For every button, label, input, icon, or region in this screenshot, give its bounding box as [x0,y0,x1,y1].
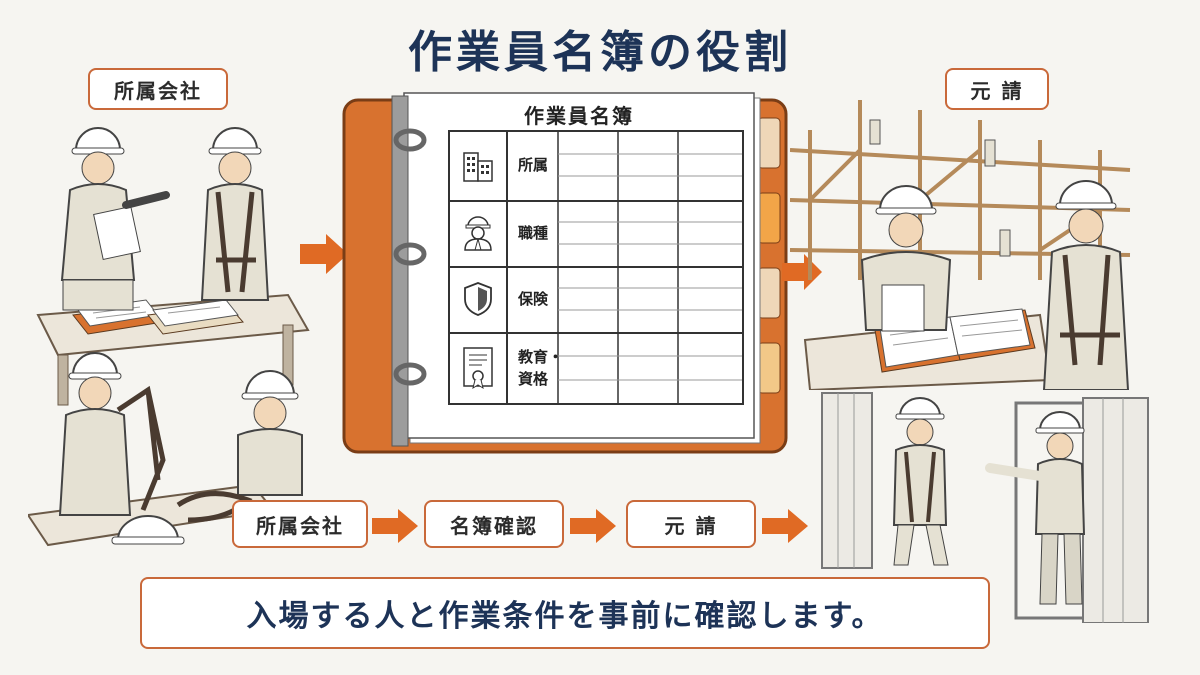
summary-message: 入場する人と作業条件を事前に確認します。 [140,577,990,649]
roster-row-label: 教育・ 資格 [518,348,564,388]
certificate-icon [463,346,493,389]
roster-row-training: 教育・ 資格 [450,332,742,403]
roster-table: 所属 職種 保険 [448,130,744,405]
worker-figure [200,127,270,301]
worker-figure [985,411,1086,605]
arrow-right-icon [762,508,810,548]
arrow-right-icon [300,232,350,280]
arrow-right-icon [570,508,618,548]
roster-row-insurance: 保険 [450,266,742,334]
worker-icon [464,216,492,251]
page-title: 作業員名簿の役割 [408,27,792,78]
helmet-icon [111,515,185,545]
roster-heading: 作業員名簿 [524,104,634,128]
site-entry-illustration [818,388,1158,623]
roster-binder: 作業員名簿 所属 [340,88,790,458]
roster-row-occupation: 職種 [450,200,742,268]
company-label-top: 所属会社 [88,68,228,110]
contractor-review-illustration [790,90,1150,390]
building-icon [463,152,493,182]
worker-figure [58,352,166,516]
flow-step-contractor: 元 請 [626,500,756,548]
roster-row-label: 職種 [518,224,549,242]
worker-figure [60,127,170,311]
arrow-right-icon [372,508,420,548]
flow-step-roster-check: 名簿確認 [424,500,564,548]
company-workers-illustration [28,110,318,560]
worker-figure [892,397,949,566]
contractor-label-top: 元 請 [945,68,1049,110]
contractor-figure [860,185,952,332]
flow-step-company: 所属会社 [232,500,368,548]
shield-icon [464,282,492,316]
worker-figure [1042,180,1130,390]
roster-row-label: 所属 [518,156,549,174]
roster-row-label: 保険 [518,290,549,308]
worker-figure [237,370,303,496]
roster-row-affiliation: 所属 [450,132,742,202]
